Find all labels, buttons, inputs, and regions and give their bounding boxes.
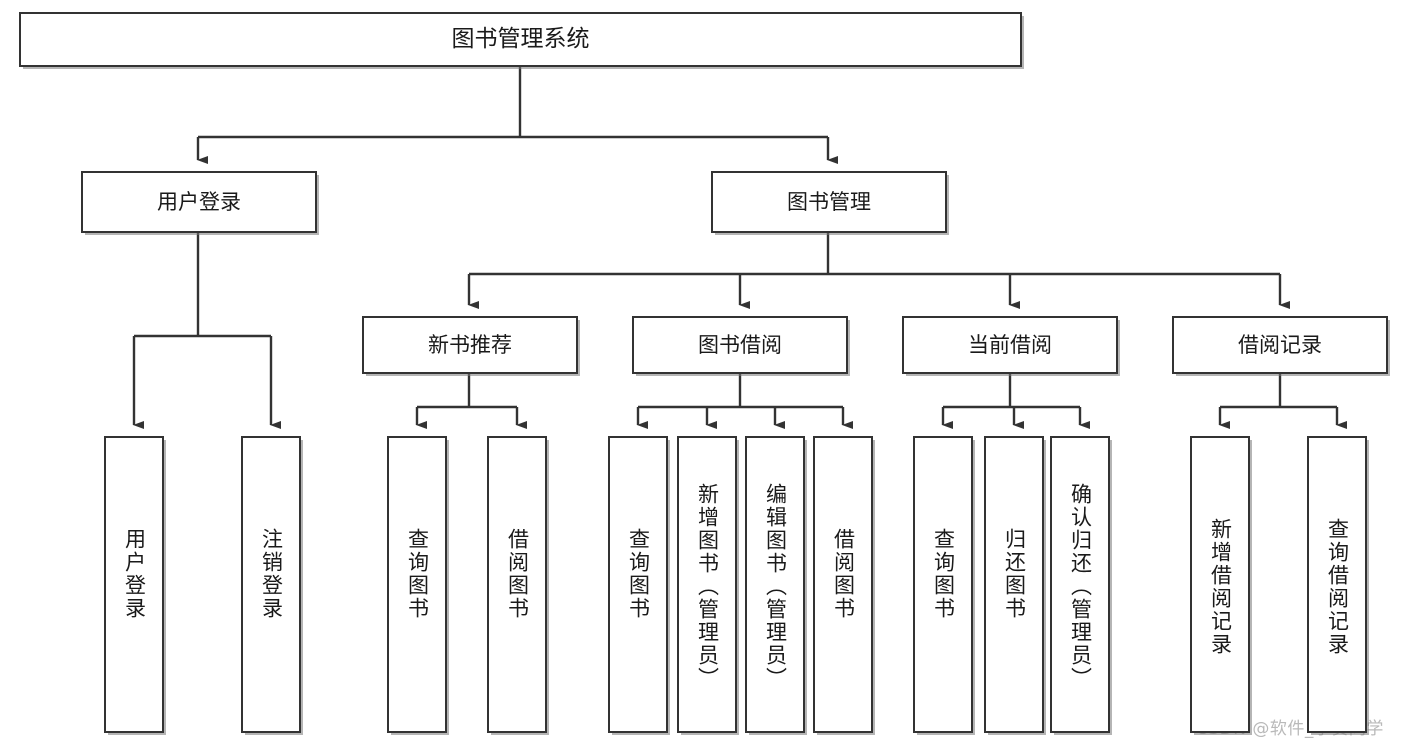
- node-label: 图书借阅: [698, 332, 782, 357]
- node-label: 用户登录: [157, 189, 241, 214]
- node-label: 编辑图书（管理员）: [763, 483, 788, 690]
- node-label: 新增借阅记录: [1208, 518, 1233, 656]
- node-leaf-confirm-return[interactable]: 确认归还（管理员）: [1050, 436, 1110, 733]
- node-label: 借阅记录: [1238, 332, 1322, 357]
- node-label: 查询图书: [626, 528, 651, 620]
- node-label: 查询图书: [931, 528, 956, 620]
- node-leaf-return-book[interactable]: 归还图书: [984, 436, 1044, 733]
- node-label: 归还图书: [1002, 528, 1027, 620]
- node-borrow-record[interactable]: 借阅记录: [1172, 316, 1388, 374]
- node-label: 图书管理: [787, 189, 871, 214]
- node-leaf-add-record[interactable]: 新增借阅记录: [1190, 436, 1250, 733]
- node-user-login[interactable]: 用户登录: [81, 171, 317, 233]
- node-leaf-query-book-3[interactable]: 查询图书: [913, 436, 973, 733]
- node-root[interactable]: 图书管理系统: [19, 12, 1022, 67]
- node-label: 新书推荐: [428, 332, 512, 357]
- node-leaf-add-book[interactable]: 新增图书（管理员）: [677, 436, 737, 733]
- node-new-book-rec[interactable]: 新书推荐: [362, 316, 578, 374]
- node-book-borrow[interactable]: 图书借阅: [632, 316, 848, 374]
- node-label: 用户登录: [122, 528, 147, 620]
- node-current-borrow[interactable]: 当前借阅: [902, 316, 1118, 374]
- node-label: 图书管理系统: [451, 25, 590, 52]
- node-leaf-logout[interactable]: 注销登录: [241, 436, 301, 733]
- node-label: 借阅图书: [505, 528, 530, 620]
- node-leaf-borrow-book-2[interactable]: 借阅图书: [813, 436, 873, 733]
- node-leaf-edit-book[interactable]: 编辑图书（管理员）: [745, 436, 805, 733]
- node-label: 新增图书（管理员）: [695, 483, 720, 690]
- node-label: 当前借阅: [968, 332, 1052, 357]
- node-book-manage[interactable]: 图书管理: [711, 171, 947, 233]
- node-label: 查询借阅记录: [1325, 518, 1350, 656]
- node-leaf-borrow-book-1[interactable]: 借阅图书: [487, 436, 547, 733]
- node-leaf-query-book-2[interactable]: 查询图书: [608, 436, 668, 733]
- node-label: 确认归还（管理员）: [1068, 483, 1093, 690]
- node-label: 查询图书: [405, 528, 430, 620]
- node-leaf-user-login[interactable]: 用户登录: [104, 436, 164, 733]
- node-label: 注销登录: [259, 528, 284, 620]
- node-leaf-query-record[interactable]: 查询借阅记录: [1307, 436, 1367, 733]
- node-leaf-query-book-1[interactable]: 查询图书: [387, 436, 447, 733]
- node-label: 借阅图书: [831, 528, 856, 620]
